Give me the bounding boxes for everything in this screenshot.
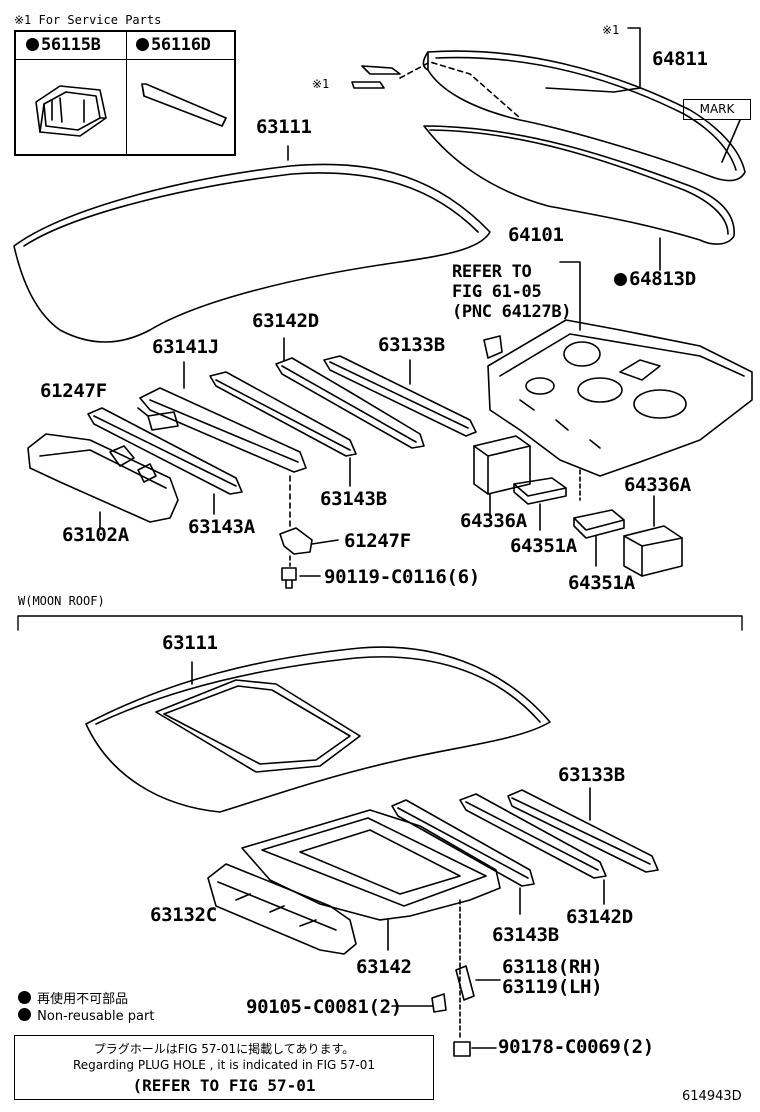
part-label-63141j: 63141J bbox=[152, 336, 219, 358]
section-bracket bbox=[17, 615, 743, 631]
roof-bow-63133b-drawing bbox=[323, 355, 477, 437]
part-label-63132c: 63132C bbox=[150, 904, 217, 926]
part-label-64351a: 64351A bbox=[568, 572, 635, 594]
part-label-63142: 63142 bbox=[356, 956, 412, 978]
part-label-63143a: 63143A bbox=[188, 516, 255, 538]
part-label-63142d: 63142D bbox=[252, 310, 319, 332]
service-part-56116d-drawing bbox=[141, 83, 227, 127]
weatherstrip-drawing bbox=[423, 125, 735, 271]
part-label-63143b: 63143B bbox=[492, 924, 559, 946]
service-box-divider bbox=[16, 59, 234, 60]
moonroof-roof-panel-drawing bbox=[85, 646, 551, 813]
roof-bow-63143a-drawing bbox=[87, 407, 243, 515]
refer-note-line3: (PNC 64127B) bbox=[452, 302, 572, 322]
service-part-56115b-label: 56115B bbox=[26, 37, 101, 54]
plug-hole-note-box: プラグホールはFIG 57-01に掲載してあります。 Regarding PLU… bbox=[14, 1035, 434, 1100]
legend-en: Non-reusable part bbox=[18, 1008, 154, 1024]
package-tray-panel-drawing bbox=[483, 261, 753, 477]
part-label-64101: 64101 bbox=[508, 224, 564, 246]
part-label-63142d: 63142D bbox=[566, 906, 633, 928]
service-part-56116d-label: 56116D bbox=[136, 37, 211, 54]
service-box-divider bbox=[126, 32, 127, 154]
part-label-90119: 90119-C0116(6) bbox=[324, 566, 480, 588]
bolt-90119-drawing bbox=[281, 567, 321, 589]
part-label-63143b: 63143B bbox=[320, 488, 387, 510]
moonroof-bow-63143b-drawing bbox=[391, 799, 535, 915]
non-reusable-dot-icon bbox=[26, 38, 39, 51]
part-label-64336a: 64336A bbox=[460, 510, 527, 532]
part-label-64813d: 64813D bbox=[614, 270, 696, 289]
roof-bow-63142d-drawing bbox=[275, 337, 425, 449]
front-header-panel-63102a-drawing bbox=[27, 433, 179, 529]
figure-id: 614943D bbox=[682, 1089, 742, 1104]
part-label-63133b: 63133B bbox=[378, 334, 445, 356]
part-label-64811: 64811 bbox=[652, 48, 708, 70]
mark-label-box: MARK bbox=[683, 99, 751, 120]
service-parts-title: ※1 For Service Parts bbox=[14, 13, 162, 27]
part-label-61247f: 61247F bbox=[40, 380, 107, 402]
service-part-56115b-drawing bbox=[35, 85, 107, 137]
non-reusable-dot-icon bbox=[136, 38, 149, 51]
part-label-90105: 90105-C0081(2) bbox=[246, 996, 402, 1018]
roof-bow-63143b-drawing bbox=[209, 371, 357, 487]
part-label-63102a: 63102A bbox=[62, 524, 129, 546]
service-parts-box: 56115B 56116D bbox=[14, 30, 236, 156]
silencer-pad-drawings bbox=[473, 435, 683, 577]
moonroof-header-63132c-drawing bbox=[207, 863, 357, 955]
refer-note-line2: FIG 61-05 bbox=[452, 282, 542, 302]
roof-panel-drawing bbox=[13, 145, 491, 343]
note-line-en: Regarding PLUG HOLE , it is indicated in… bbox=[72, 1058, 376, 1072]
note-line-refer: (REFER TO FIG 57-01 bbox=[132, 1076, 316, 1095]
note-line-jp: プラグホールはFIG 57-01に掲載してあります。 bbox=[93, 1042, 355, 1056]
non-reusable-dot-icon bbox=[18, 1008, 31, 1021]
legend-jp: 再使用不可部品 bbox=[18, 988, 128, 1007]
bracket-63118-drawing bbox=[391, 965, 501, 1057]
bracket-61247f-drawing bbox=[137, 407, 339, 567]
roof-bow-63141j-drawing bbox=[139, 361, 307, 531]
part-label-61247f: 61247F bbox=[344, 530, 411, 552]
part-label-63111: 63111 bbox=[256, 116, 312, 138]
part-label-63118-rh: 63118(RH) bbox=[502, 956, 603, 978]
non-reusable-dot-icon bbox=[18, 991, 31, 1004]
part-label-63119-lh: 63119(LH) bbox=[502, 976, 603, 998]
refer-note-line1: REFER TO bbox=[452, 262, 532, 282]
back-window-glass-drawing bbox=[351, 27, 746, 182]
part-label-64351a: 64351A bbox=[510, 535, 577, 557]
service-ref-mark-1: ※1 bbox=[312, 77, 330, 91]
part-label-64336a: 64336A bbox=[624, 474, 691, 496]
service-ref-mark-1: ※1 bbox=[602, 23, 620, 37]
section-label-moon-roof: W(MOON ROOF) bbox=[18, 594, 105, 608]
part-label-90178: 90178-C0069(2) bbox=[498, 1036, 654, 1058]
part-label-63133b: 63133B bbox=[558, 764, 625, 786]
moonroof-bow-63133b-drawing bbox=[507, 787, 659, 873]
part-label-63111: 63111 bbox=[162, 632, 218, 654]
non-reusable-dot-icon bbox=[614, 273, 627, 286]
moonroof-bow-63142d-drawing bbox=[459, 793, 607, 905]
